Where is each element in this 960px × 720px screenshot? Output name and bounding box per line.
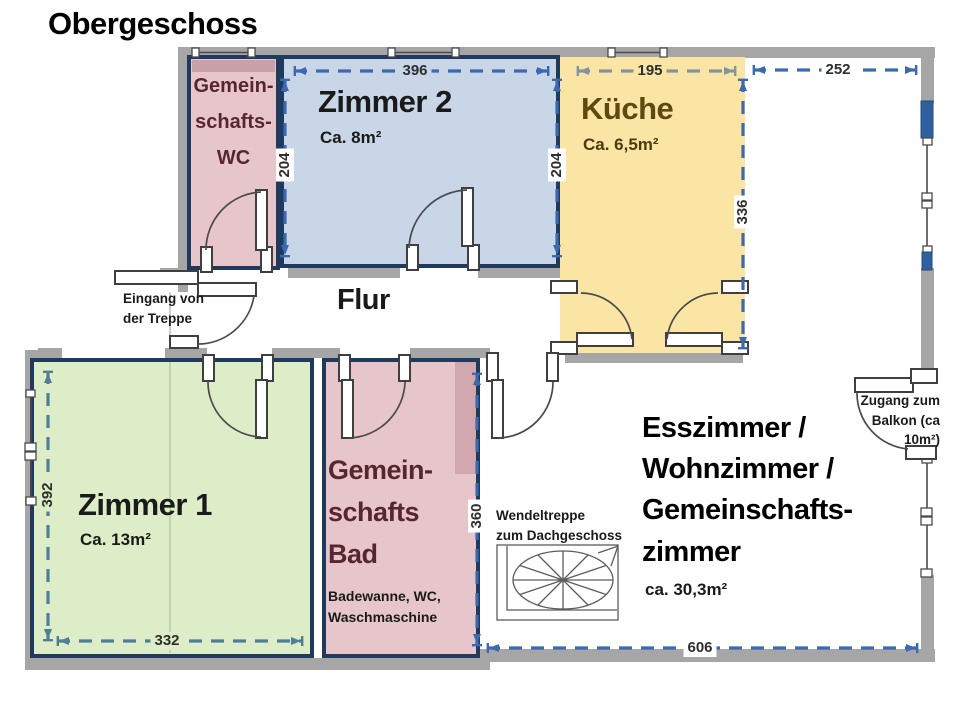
- wall-wc-left: [178, 47, 188, 292]
- balcony-line-2: Balkon (ca: [871, 412, 940, 428]
- wall-flur-a: [38, 348, 62, 358]
- wc-line-1: Gemein-: [193, 75, 274, 97]
- bad-detail-2: Waschmaschine: [328, 609, 438, 625]
- balcony-label: Zugang zum Balkon (ca 10m²): [828, 391, 941, 450]
- wall-z2-bottom-a: [288, 268, 400, 278]
- bad-line-3: Bad: [328, 538, 378, 569]
- room-label-zimmer2: Zimmer 2: [318, 84, 452, 119]
- bad-right-shade: [455, 362, 476, 474]
- room-label-flur: Flur: [337, 284, 390, 316]
- wc-line-2: schafts-: [195, 111, 272, 133]
- bad-line-1: Gemein-: [328, 455, 433, 485]
- entrance-line-2: der Treppe: [123, 310, 193, 326]
- wall-flur-b: [165, 348, 207, 358]
- wc-line-3: WC: [216, 147, 251, 169]
- wall-top: [178, 47, 935, 58]
- spiral-line-2: zum Dachgeschoss: [496, 527, 623, 543]
- wc-top-shade: [192, 60, 275, 72]
- room-label-wc: Gemein- schafts- WC: [188, 68, 279, 176]
- entrance-label: Eingang von der Treppe: [123, 289, 204, 328]
- living-line-4: zimmer: [642, 535, 741, 568]
- living-line-1: Esszimmer /: [642, 412, 806, 444]
- bad-line-2: schafts: [328, 496, 420, 527]
- wall-bottom-left: [25, 658, 490, 670]
- door-icon-flur-living: [486, 352, 559, 439]
- dim-label-kueche-width: 195: [633, 62, 667, 80]
- living-line-2: Wohnzimmer /: [642, 453, 834, 486]
- wall-right-mid: [921, 268, 934, 368]
- page-title: Obergeschoss: [48, 6, 258, 41]
- wall-flur-d: [410, 348, 490, 358]
- room-area-kueche: Ca. 6,5m²: [583, 135, 659, 154]
- dim-label-living-width: 606: [683, 639, 717, 657]
- dim-label-z2-height-left: 204: [276, 148, 294, 182]
- wall-wc-stub: [160, 268, 188, 280]
- dim-label-z1-height: 392: [39, 478, 57, 512]
- window-icon-right-lower: [920, 454, 933, 578]
- entrance-line-1: Eingang von: [123, 291, 204, 306]
- balcony-line-3: 10m²): [903, 432, 940, 448]
- room-details-bad: Badewanne, WC, Waschmaschine: [328, 586, 441, 628]
- dim-label-z1-width: 332: [150, 632, 184, 650]
- dim-label-right-width: 252: [821, 61, 855, 79]
- dim-label-z2-height-right: 204: [548, 148, 566, 182]
- living-line-3: Gemeinschafts-: [642, 494, 853, 527]
- wall-z2-bottom-b: [478, 268, 560, 278]
- wall-flur-c: [272, 348, 340, 358]
- room-label-kueche: Küche: [581, 91, 674, 126]
- room-area-zimmer1: Ca. 13m²: [80, 530, 151, 549]
- wall-right-upper: [921, 47, 934, 103]
- room-label-zimmer1: Zimmer 1: [78, 487, 212, 522]
- spiral-stair-label: Wendeltreppe zum Dachgeschoss: [496, 506, 622, 545]
- room-area-living: ca. 30,3m²: [645, 580, 728, 599]
- room-label-bad: Gemein- schafts Bad: [328, 450, 433, 576]
- room-label-living: Esszimmer / Wohnzimmer / Gemeinschafts- …: [642, 408, 853, 573]
- dim-label-kueche-height: 336: [734, 195, 752, 229]
- dim-label-z2-width: 396: [398, 62, 432, 80]
- bad-detail-1: Badewanne, WC,: [328, 588, 441, 604]
- wall-right-lower: [921, 575, 934, 661]
- room-area-zimmer2: Ca. 8m²: [320, 128, 382, 147]
- dim-label-bad-height: 360: [468, 499, 486, 533]
- wall-kueche-bottom: [565, 352, 743, 363]
- window-icon-right-upper: [920, 100, 934, 271]
- spiral-line-1: Wendeltreppe: [496, 508, 586, 523]
- spiral-stair-icon: [496, 544, 619, 621]
- balcony-line-1: Zugang zum: [860, 393, 941, 408]
